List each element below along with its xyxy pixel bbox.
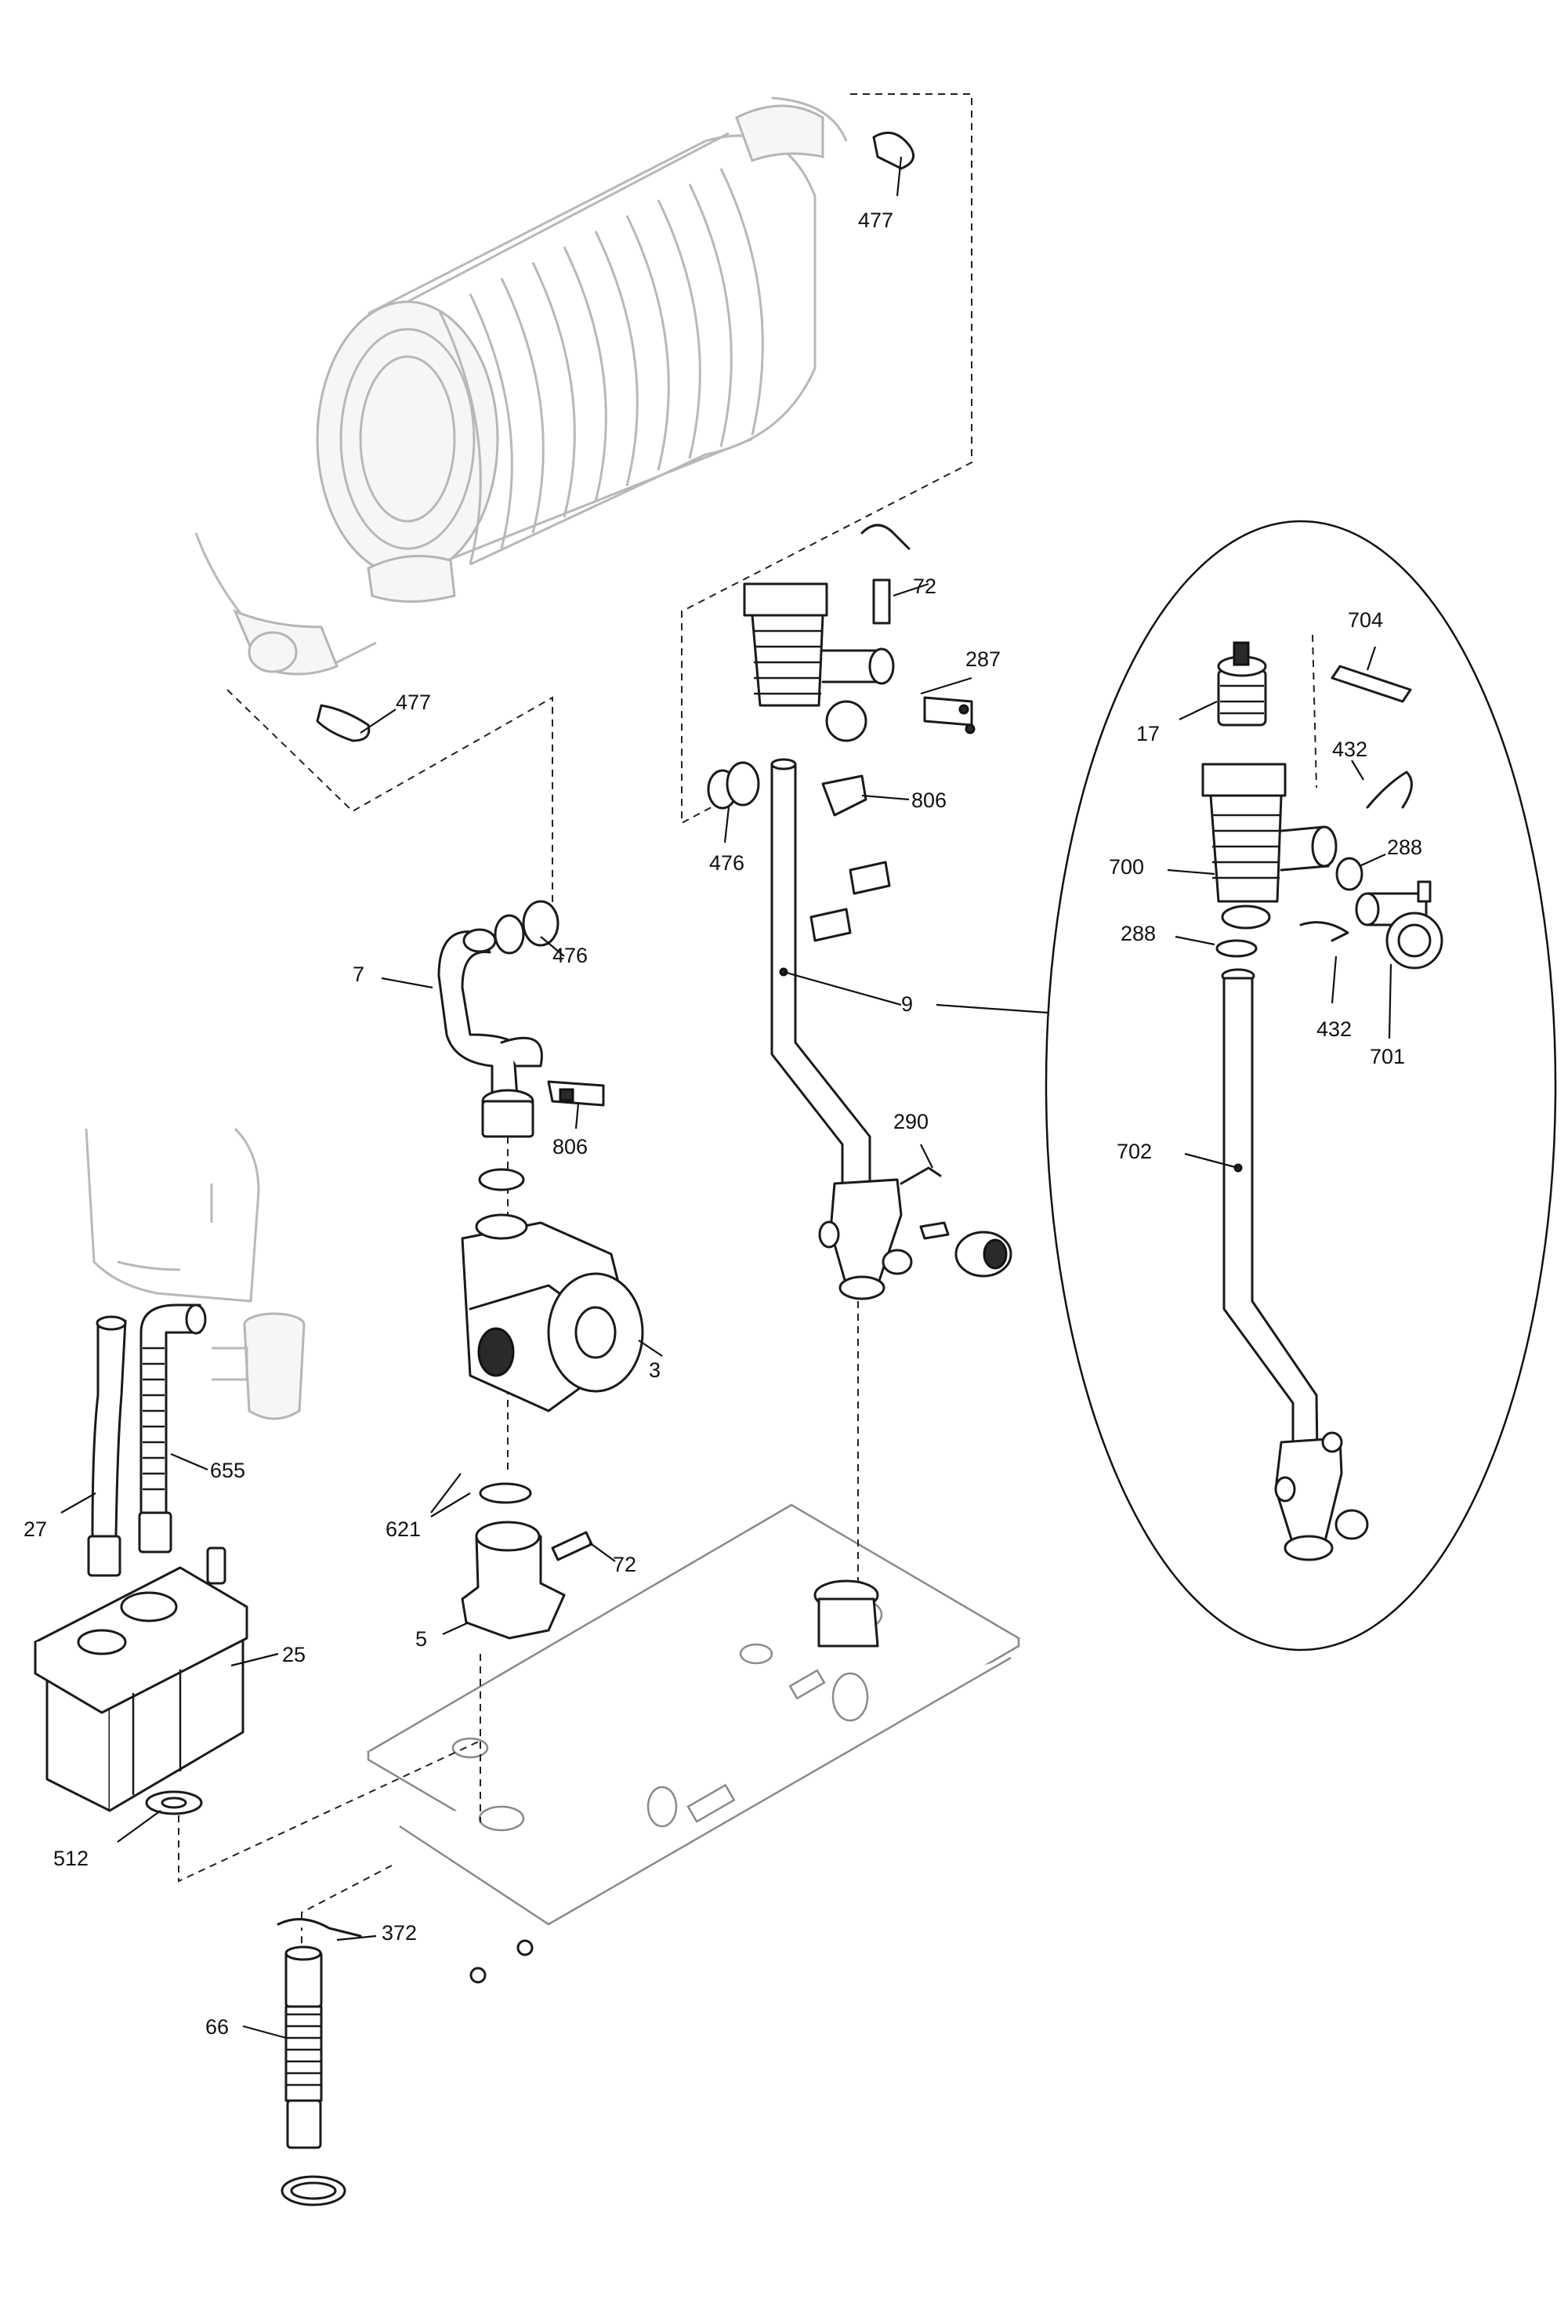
callout-288-left: 288 [1121,922,1156,945]
flow-pipe-702: 702 [1117,968,1369,1561]
pump-3: 3 [461,1168,663,1412]
pipe-7: 7 [353,928,543,1138]
callout-806-upper: 806 [911,789,947,812]
callout-25: 25 [282,1643,306,1666]
callout-476-left: 476 [552,944,588,967]
callout-701: 701 [1370,1045,1405,1068]
heat-exchanger [194,96,848,676]
assembly-line-left [226,689,553,909]
clip-432-upper: 432 [1332,738,1413,809]
hose-27: 27 [24,1315,127,1577]
callout-288-right: 288 [1387,836,1422,859]
callout-17: 17 [1136,722,1160,745]
air-vent-17: 17 [1136,641,1267,745]
diverter-700: 700 [1109,763,1338,930]
valve-72-lower: 72 [551,1531,636,1576]
callout-66: 66 [205,2015,229,2039]
callout-806-lower: 806 [552,1135,588,1158]
callout-72-lower: 72 [613,1553,636,1576]
screws [469,1939,534,1984]
base-plate [366,1503,1021,1926]
seal-512: 512 [53,1790,203,1870]
clip-477-bottom: 477 [316,691,431,742]
connector-287: 287 [920,647,1001,734]
sensor-806-lower: 806 [547,1080,605,1158]
clip-477-top: 477 [858,131,915,232]
callout-5: 5 [415,1627,427,1651]
callout-372: 372 [382,1921,417,1945]
assembly-line-plate [178,1739,483,1883]
boiler-outline-ghost [85,1127,260,1303]
callout-27: 27 [24,1517,47,1541]
callout-72-upper: 72 [913,575,936,598]
callout-9: 9 [901,992,913,1016]
callout-700: 700 [1109,855,1144,879]
flow-manifold [743,524,911,742]
callout-432-upper: 432 [1332,738,1367,761]
callout-512: 512 [53,1847,89,1870]
trap-cup-ghost [212,1312,306,1420]
clip-432-lower: 432 [1299,921,1352,1041]
callout-621: 621 [386,1517,421,1541]
assembly-line-66 [301,1865,393,1952]
callout-3: 3 [649,1358,661,1382]
plate-fitting [813,1579,879,1648]
callout-287: 287 [965,647,1001,671]
seal-621: 621 [386,1473,532,1541]
condensate-trap-25: 25 [34,1546,306,1812]
callout-432-lower: 432 [1316,1017,1352,1041]
hose-66: 66 [205,1945,323,2149]
seal-288-right: 288 [1335,836,1422,891]
assembly-line-top [681,93,972,825]
detail-ellipse [1045,520,1557,1651]
seal-288-left: 288 [1121,922,1258,958]
wire-clip-704: 704 [1312,608,1412,789]
seal-476-right: 476 [707,761,760,875]
connector-701: 701 [1355,880,1443,1068]
heat-exchanger-coils [437,168,764,565]
valve-72-upper: 72 [893,575,936,598]
callout-476-right: 476 [709,851,744,875]
callout-477-top: 477 [858,208,893,232]
callout-704: 704 [1348,608,1383,632]
hose-clamp [281,2175,346,2206]
detail-ellipse-leader [936,1003,1048,1014]
callout-290: 290 [893,1110,929,1133]
callout-477-bottom: 477 [396,691,431,714]
sensor-806-upper: 806 [821,774,947,817]
flow-pipe-9: 9 [770,758,913,1300]
clips-manifold [809,861,891,942]
callout-7: 7 [353,963,364,986]
clip-290: 290 [893,1110,942,1185]
seal-476-left: 476 [494,900,588,967]
callout-702: 702 [1117,1140,1152,1163]
pump-inlet-5: 5 [415,1521,566,1651]
clip-372: 372 [277,1918,417,1945]
callout-655: 655 [210,1459,245,1482]
cap-fitting [919,1221,1012,1278]
hose-655: 655 [138,1303,245,1554]
